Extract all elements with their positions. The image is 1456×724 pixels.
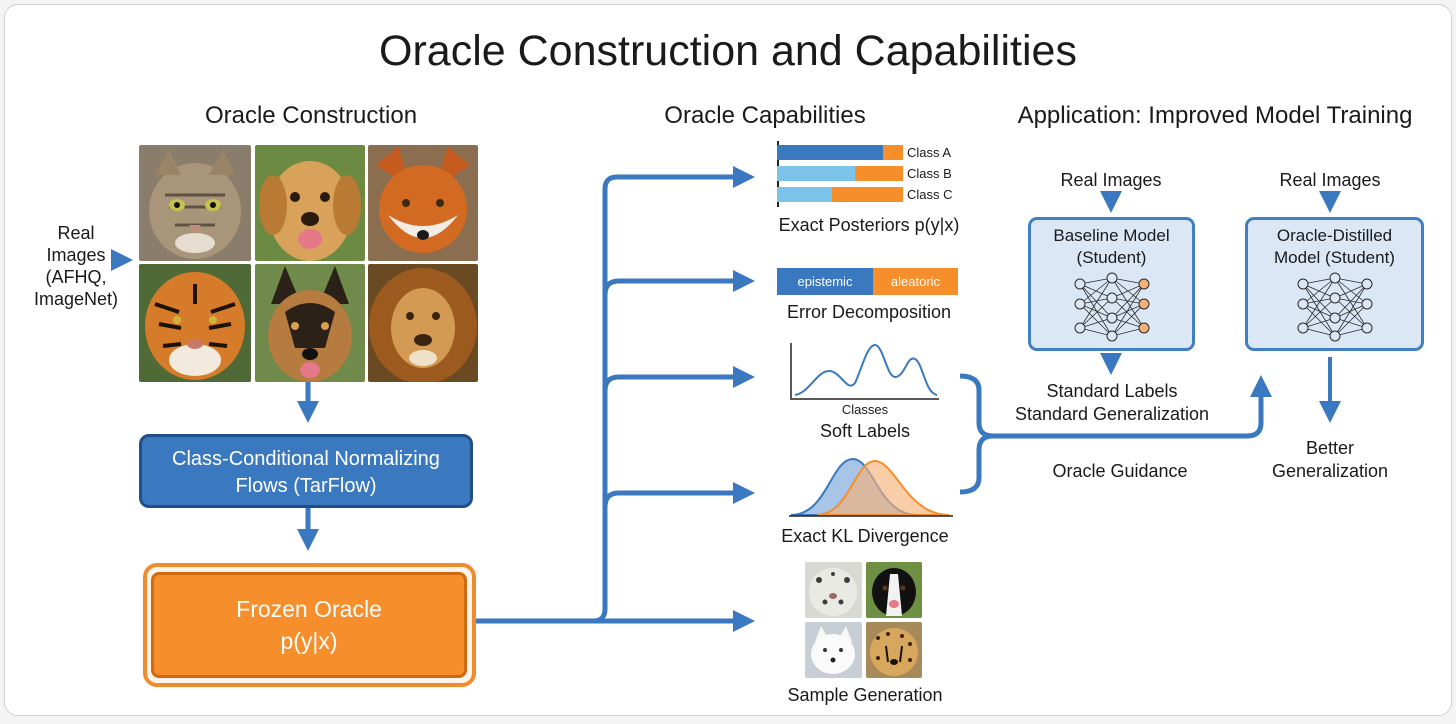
german-shepherd-photo <box>255 264 365 382</box>
neural-network-icon <box>1297 272 1372 342</box>
real-images-line-4: ImageNet) <box>33 289 119 309</box>
arctic-fox-photo <box>805 622 862 678</box>
kl-caption: Exact KL Divergence <box>781 526 949 546</box>
flow-line-1: Class-Conditional Normalizing <box>172 448 440 470</box>
better-generalization-line-1: Better <box>1305 438 1355 458</box>
real-images-right: Real Images <box>1279 170 1381 190</box>
real-images-line-3: (AFHQ, <box>45 267 107 287</box>
standard-labels: Standard Labels <box>1046 381 1178 401</box>
baseline-line-1: Baseline Model <box>1053 226 1170 245</box>
baseline-line-2: (Student) <box>1076 248 1147 267</box>
golden-retriever-photo <box>255 145 365 261</box>
epistemic-segment: epistemic <box>777 268 873 295</box>
baseline-model-box: Baseline Model (Student) <box>1028 217 1195 351</box>
fox-photo <box>368 145 478 261</box>
posterior-bar-c <box>777 187 903 202</box>
snow-leopard-photo <box>805 562 862 618</box>
samples-caption: Sample Generation <box>787 685 943 705</box>
distilled-line-1: Oracle-Distilled <box>1276 226 1393 245</box>
flow-line-2: Flows (TarFlow) <box>235 475 377 497</box>
section-capabilities: Oracle Capabilities <box>664 102 866 129</box>
distilled-line-2: Model (Student) <box>1274 248 1395 267</box>
cat-photo <box>139 145 251 261</box>
class-c-label: Class C <box>907 187 953 202</box>
oracle-guidance-arrow <box>959 373 1272 439</box>
branch-kl <box>602 482 755 508</box>
oracle-line-1: Frozen Oracle <box>236 596 382 622</box>
class-b-label: Class B <box>907 166 952 181</box>
tiger-photo <box>139 264 251 382</box>
section-construction: Oracle Construction <box>204 102 418 129</box>
oracle-line-2: p(y|x) <box>280 628 338 654</box>
connector-wires <box>111 166 1341 632</box>
guidance-lower <box>959 433 994 495</box>
posterior-bar-a <box>777 145 903 160</box>
class-a-label: Class A <box>907 145 952 160</box>
neural-network-icon <box>1074 272 1149 342</box>
branch-error <box>602 270 755 296</box>
oracle-guidance-label: Oracle Guidance <box>1052 461 1188 481</box>
posterior-bar-b <box>777 166 903 181</box>
page-title: Oracle Construction and Capabilities <box>379 27 1077 75</box>
normalizing-flows-box: Class-Conditional Normalizing Flows (Tar… <box>139 434 473 508</box>
frozen-oracle-box: Frozen Oracle p(y|x) <box>151 572 467 678</box>
posteriors-caption: Exact Posteriors p(y|x) <box>778 215 960 235</box>
real-images-left: Real Images <box>1060 170 1162 190</box>
cheetah-photo <box>866 622 922 678</box>
kl-distributions <box>789 457 953 517</box>
real-images-line-1: Real <box>57 223 95 243</box>
soft-labels-caption: Soft Labels <box>819 421 911 441</box>
standard-generalization: Standard Generalization <box>1014 404 1210 424</box>
error-caption: Error Decomposition <box>786 302 952 322</box>
section-application: Application: Improved Model Training <box>1017 102 1413 129</box>
real-images-line-2: Images <box>46 245 106 265</box>
distilled-model-box: Oracle-Distilled Model (Student) <box>1245 217 1424 351</box>
aleatoric-segment: aleatoric <box>873 268 958 295</box>
classes-axis-label: Classes <box>841 402 889 417</box>
soft-labels-curve <box>790 343 939 400</box>
branch-posteriors <box>476 166 755 624</box>
branch-soft <box>602 366 755 392</box>
better-generalization-line-2: Generalization <box>1271 461 1389 481</box>
border-collie-photo <box>866 562 922 618</box>
lion-photo <box>368 264 478 382</box>
real-images-label: Real Images (AFHQ, ImageNet) <box>31 222 121 310</box>
diagram-canvas: Oracle Construction and Capabilities Ora… <box>4 4 1452 716</box>
